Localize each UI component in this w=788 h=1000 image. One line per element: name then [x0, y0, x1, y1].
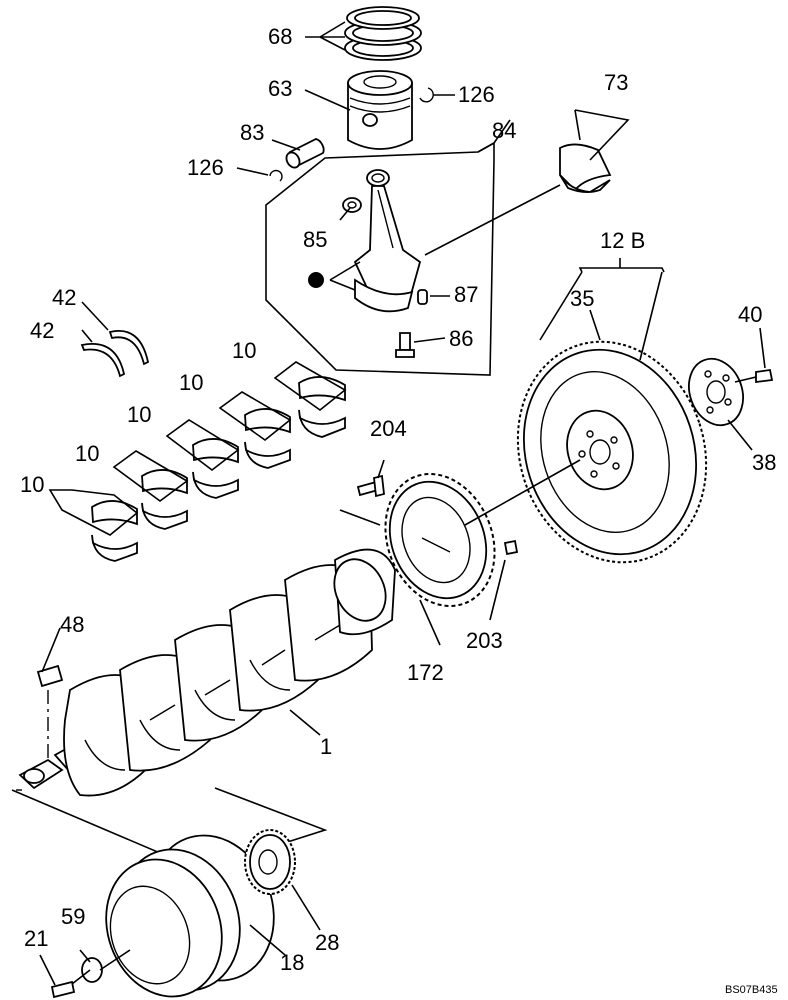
callout-63: 63 — [268, 76, 292, 101]
callout-48: 48 — [60, 612, 84, 637]
thrust-washers — [80, 301, 150, 378]
callout-40: 40 — [738, 302, 762, 327]
callout-12b: 12 B — [600, 228, 645, 253]
callout-18: 18 — [280, 950, 304, 975]
piston-rings — [305, 6, 422, 61]
piston-pin — [271, 138, 325, 169]
crank-pulley — [105, 834, 286, 998]
reference-code: BS07B435 — [725, 984, 778, 996]
circlip-right — [419, 87, 455, 103]
flywheel-plate — [688, 327, 774, 451]
crank-gear — [339, 459, 581, 646]
callout-1: 1 — [320, 734, 332, 759]
callout-21: 21 — [24, 926, 48, 951]
callout-87: 87 — [454, 282, 478, 307]
callout-10-e: 10 — [20, 472, 44, 497]
pulley-bolt — [39, 949, 131, 999]
callout-10-a: 10 — [232, 338, 256, 363]
callout-42-bottom: 42 — [30, 318, 54, 343]
callout-204: 204 — [370, 416, 407, 441]
callout-42-top: 42 — [52, 285, 76, 310]
flywheel — [516, 258, 708, 564]
callout-59: 59 — [61, 904, 85, 929]
piston — [304, 70, 413, 150]
callout-126-left: 126 — [187, 155, 224, 180]
callout-203: 203 — [466, 628, 503, 653]
conrod-assembly-box — [265, 119, 561, 376]
callout-10-b: 10 — [179, 370, 203, 395]
callout-28: 28 — [315, 930, 339, 955]
callout-83: 83 — [240, 120, 264, 145]
callout-172: 172 — [407, 660, 444, 685]
callout-73: 73 — [604, 70, 628, 95]
crank-timing-gear — [244, 829, 321, 931]
callout-86: 86 — [449, 326, 473, 351]
callout-85: 85 — [303, 227, 327, 252]
callout-126-right: 126 — [458, 82, 495, 107]
callout-68: 68 — [268, 24, 292, 49]
callout-38: 38 — [752, 450, 776, 475]
callout-10-d: 10 — [75, 441, 99, 466]
conrod-bearing — [559, 109, 630, 193]
circlip-left — [236, 167, 283, 182]
callout-35: 35 — [570, 286, 594, 311]
callout-10-c: 10 — [127, 402, 151, 427]
main-bearings — [48, 361, 347, 562]
crankshaft — [11, 548, 396, 871]
callout-84: 84 — [492, 118, 516, 143]
